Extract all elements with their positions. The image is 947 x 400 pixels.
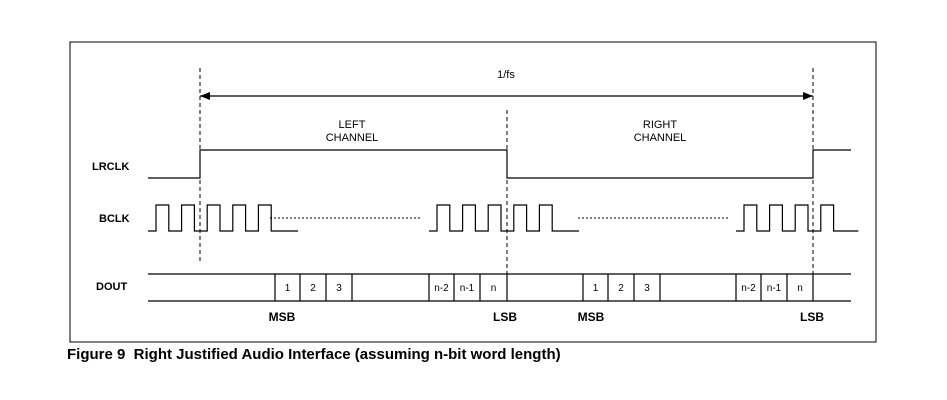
bit-cell: n-1	[767, 283, 782, 294]
dout-right-msb-bits: 1 2 3	[582, 274, 661, 301]
lsb-marker-right: LSB	[800, 310, 824, 324]
bclk-segment	[148, 204, 298, 232]
bit-cell: 3	[336, 283, 342, 294]
bit-cell: n-2	[741, 283, 756, 294]
bit-cell: 1	[285, 283, 291, 294]
dout-left-lsb-bits: n-2 n-1 n	[428, 274, 508, 301]
period-label: 1/fs	[497, 69, 515, 81]
bit-cell: n	[491, 283, 497, 294]
right-channel-label-line1: RIGHT	[643, 119, 678, 131]
dout-left-msb-bits: 1 2 3	[274, 274, 353, 301]
lrclk-waveform	[148, 149, 851, 179]
period-arrow-left-head	[200, 92, 210, 100]
msb-marker-left: MSB	[269, 310, 296, 324]
bclk-segment	[736, 204, 859, 232]
bit-cell: n-1	[460, 283, 475, 294]
msb-marker-right: MSB	[578, 310, 605, 324]
bclk-label: BCLK	[99, 213, 130, 225]
bclk-waveform	[148, 204, 859, 232]
bit-cell: 2	[310, 283, 316, 294]
diagram-frame	[69, 41, 877, 343]
bit-cell: n	[797, 283, 803, 294]
bit-cell: 2	[618, 283, 624, 294]
lrclk-label: LRCLK	[92, 161, 129, 173]
lsb-marker-left: LSB	[493, 310, 517, 324]
dout-right-lsb-bits: n-2 n-1 n	[735, 274, 814, 301]
bit-cell: n-2	[434, 283, 449, 294]
bit-cell: 1	[593, 283, 599, 294]
bclk-segment	[429, 204, 579, 232]
bit-cell: 3	[644, 283, 650, 294]
dout-label: DOUT	[96, 281, 127, 293]
right-channel-label-line2: CHANNEL	[634, 132, 687, 144]
period-arrow-right-head	[803, 92, 813, 100]
left-channel-label-line1: LEFT	[339, 119, 366, 131]
figure-caption: Figure 9 Right Justified Audio Interface…	[67, 346, 561, 363]
left-channel-label-line2: CHANNEL	[326, 132, 379, 144]
